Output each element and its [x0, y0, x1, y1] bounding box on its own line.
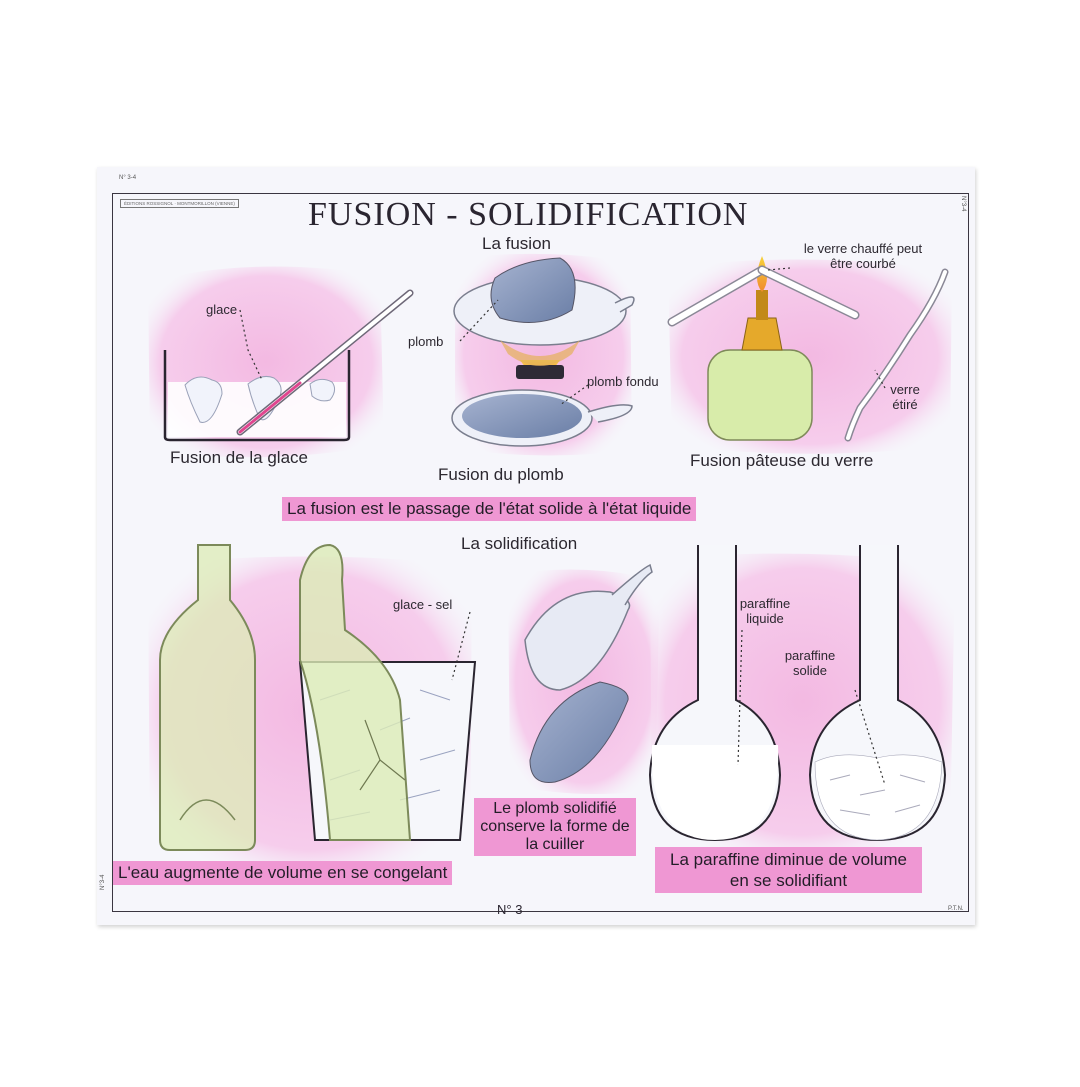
solidification-heading: La solidification	[461, 534, 578, 553]
lead-label-molten: plomb fondu	[587, 374, 659, 389]
bottle-label-ice-salt: glace - sel	[393, 597, 453, 612]
mark-bottom-right: P.T.N.	[948, 906, 964, 912]
ice-bucket-cracked-bottle	[298, 543, 477, 841]
fusion-definition-band: La fusion est le passage de l'état solid…	[282, 497, 697, 521]
spoon-caption-band: Le plomb solidifié conserve la forme de …	[474, 798, 636, 856]
paraffin-flask-solid	[808, 545, 947, 842]
spoon-and-solid-lead	[524, 563, 653, 784]
lead-caption: Fusion du plomb	[438, 465, 564, 484]
publisher-badge: ÉDITIONS ROSSIGNOL · MONTMORILLON (VIENN…	[120, 199, 239, 208]
reference-left-bottom: N°3-4	[100, 874, 106, 890]
reference-top-right: N°3-4	[960, 196, 966, 212]
poster-frame	[112, 193, 969, 912]
ice-label: glace	[206, 302, 238, 317]
reference-top-left: N° 3-4	[119, 175, 137, 181]
glass-label-stretched: verre étiré	[890, 382, 920, 412]
paraffin-flask-liquid	[648, 545, 782, 842]
paraffin-caption-band: La paraffine diminue de volume en se sol…	[655, 847, 922, 893]
lead-label-solid: plomb	[408, 334, 444, 349]
bottle-intact	[159, 544, 256, 851]
glass-caption: Fusion pâteuse du verre	[690, 451, 874, 470]
lead-spoon-heated	[453, 257, 635, 379]
paraffin-label-solid: paraffine solide	[784, 648, 836, 678]
ice-beaker	[163, 289, 414, 442]
ice-caption: Fusion de la glace	[170, 448, 308, 467]
poster-title: FUSION - SOLIDIFICATION	[308, 196, 749, 233]
glass-label-heated: le verre chauffé peut être courbé	[803, 241, 923, 271]
alcohol-lamp-glass	[667, 256, 949, 442]
fusion-heading: La fusion	[482, 234, 551, 253]
lead-spoon-molten	[451, 384, 633, 447]
bottle-caption-band: L'eau augmente de volume en se congelant	[113, 861, 453, 885]
page-number: N° 3	[497, 902, 523, 917]
paraffin-label-liquid: paraffine liquide	[739, 596, 791, 626]
